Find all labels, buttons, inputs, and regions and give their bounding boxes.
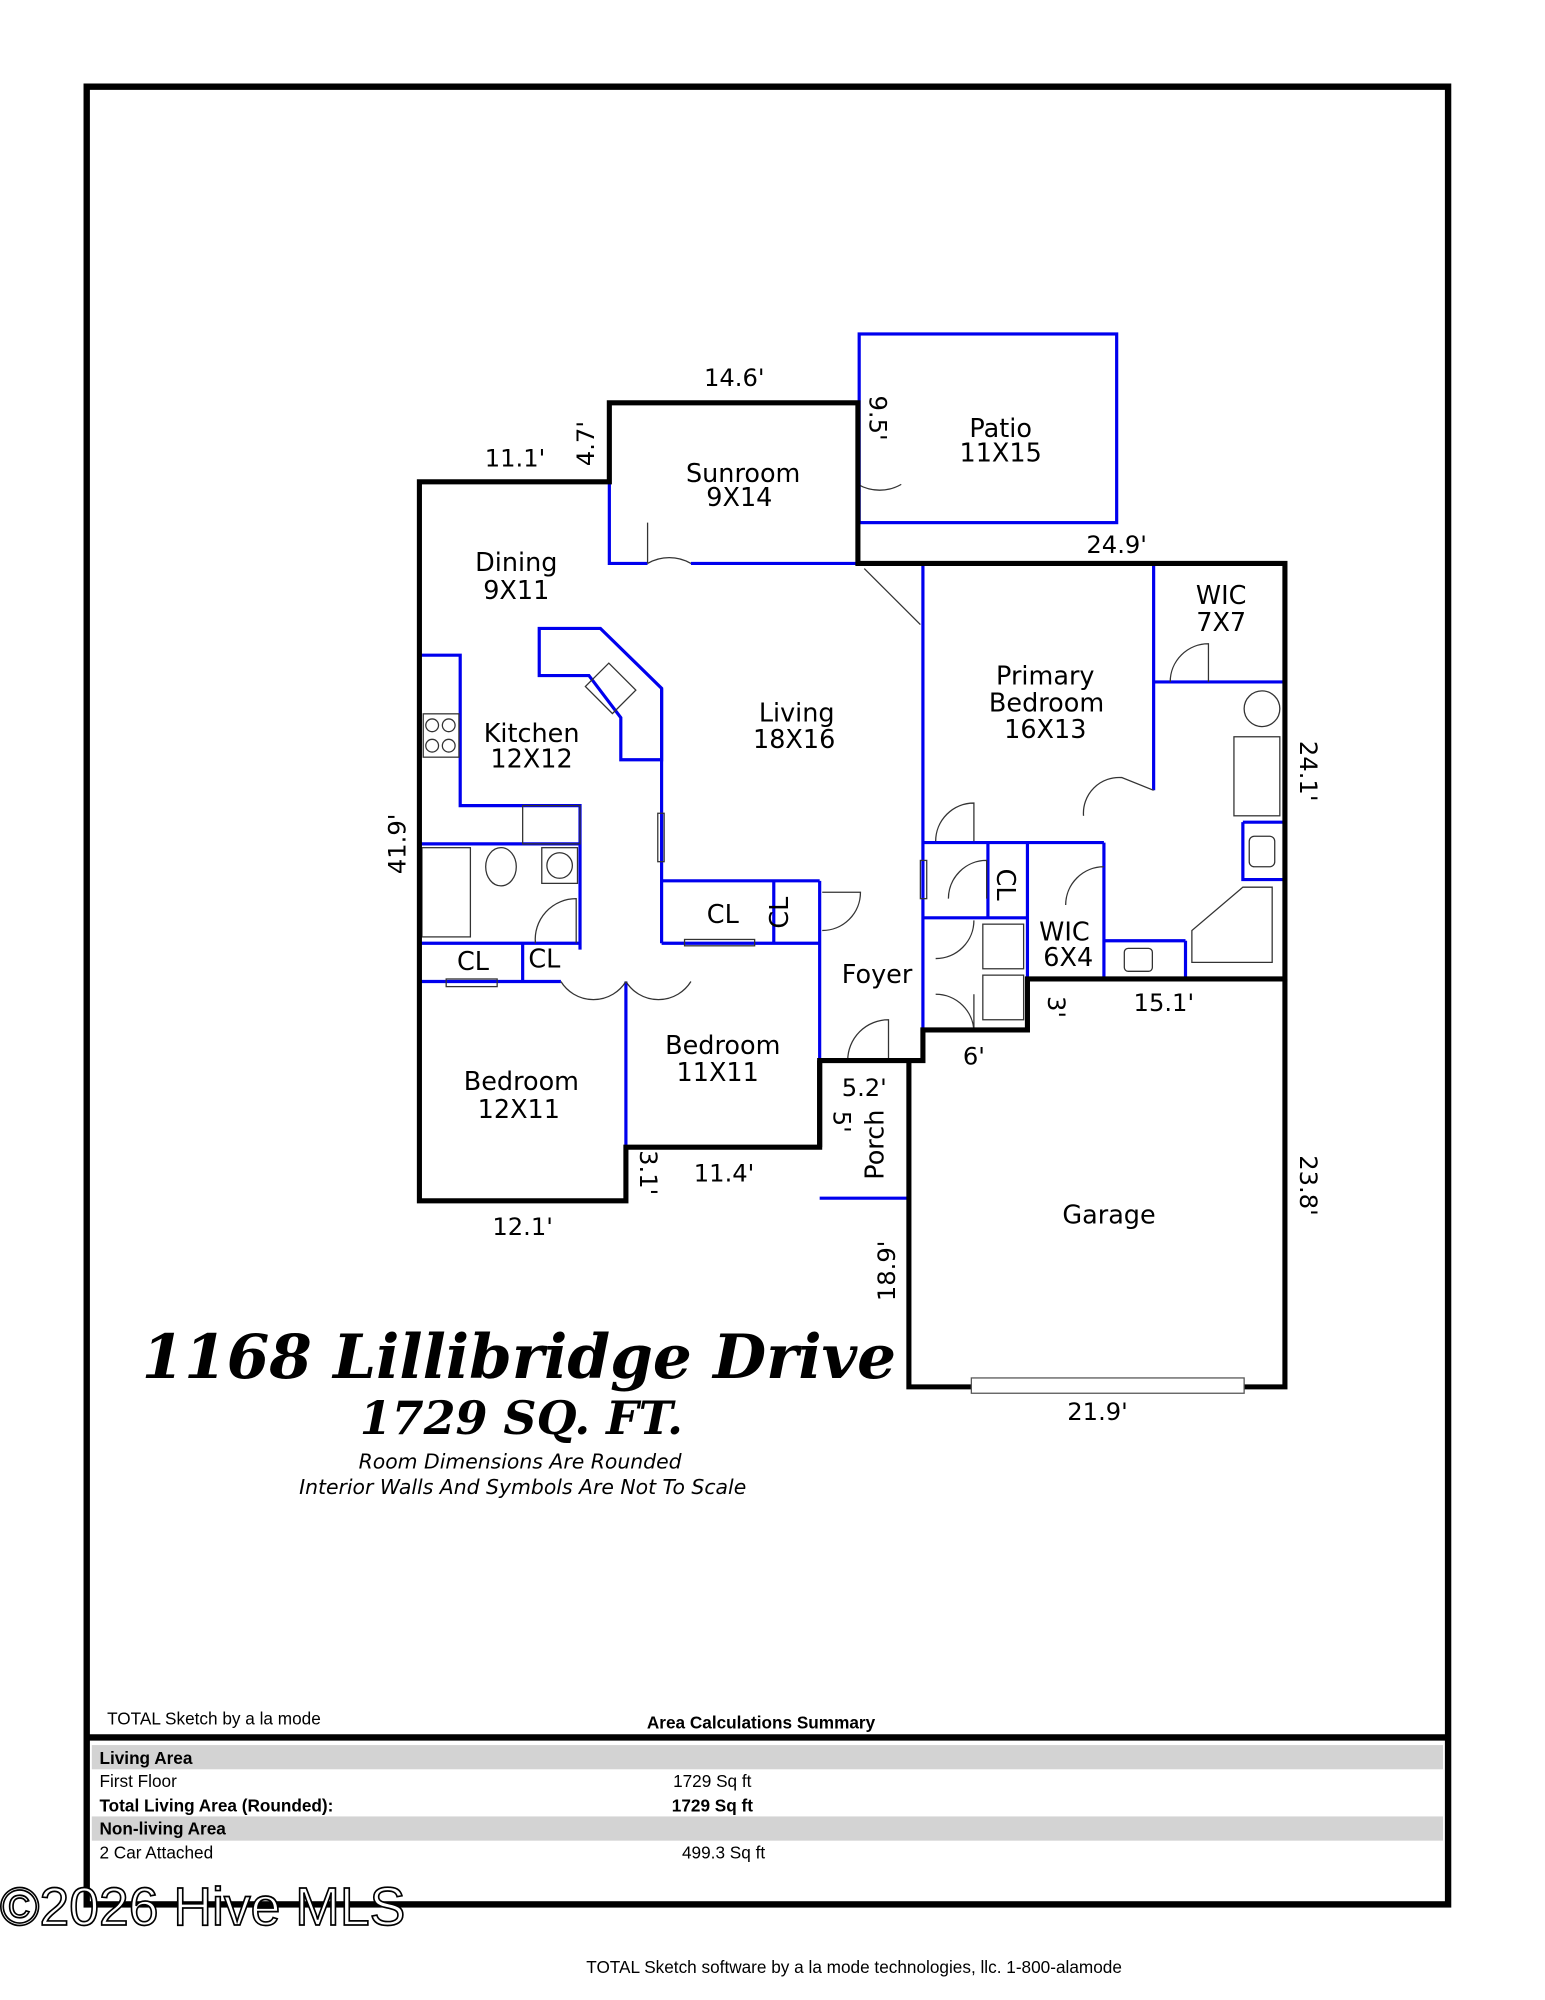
summary-row-value: 499.3 Sq ft xyxy=(682,1843,765,1863)
room-bedroom-mid: Bedroom xyxy=(665,1031,780,1061)
note-rounded: Room Dimensions Are Rounded xyxy=(359,1449,683,1473)
room-primary-size: 16X13 xyxy=(1004,715,1086,745)
room-bedroom-left: Bedroom xyxy=(464,1067,579,1097)
garage-walls xyxy=(906,978,1288,1390)
room-dining-size: 9X11 xyxy=(483,576,549,606)
dim: 12.1' xyxy=(492,1213,553,1241)
footer-credit: TOTAL Sketch software by a la mode techn… xyxy=(586,1957,1122,1977)
room-foyer: Foyer xyxy=(842,960,913,990)
room-sunroom-size: 9X14 xyxy=(706,483,772,513)
summary-row-label: 2 Car Attached xyxy=(99,1843,213,1863)
room-cl: CL xyxy=(457,947,490,977)
summary-title: Area Calculations Summary xyxy=(647,1712,876,1732)
dim: 11.1' xyxy=(485,445,546,473)
summary-row-label: Non-living Area xyxy=(99,1818,226,1838)
summary-row-label: First Floor xyxy=(99,1771,177,1791)
room-patio: Patio xyxy=(969,414,1032,444)
fixtures xyxy=(421,443,1281,1061)
dim: 23.8' xyxy=(1294,1155,1322,1216)
room-cl: CL xyxy=(990,869,1020,902)
dim: 4.7' xyxy=(572,421,600,466)
room-cl: CL xyxy=(707,900,740,930)
room-wic1: WIC xyxy=(1196,581,1247,611)
dim: 18.9' xyxy=(873,1241,901,1302)
dim: 11.4' xyxy=(694,1160,755,1188)
note-scale: Interior Walls And Symbols Are Not To Sc… xyxy=(299,1475,746,1499)
room-living: Living xyxy=(759,698,835,728)
dim: 5.2' xyxy=(842,1074,887,1102)
room-cl: CL xyxy=(528,944,561,974)
summary-row-label: Total Living Area (Rounded): xyxy=(99,1795,333,1815)
watermark: ©2026 Hive MLS xyxy=(0,1878,405,1937)
summary-row-value: 1729 Sq ft xyxy=(673,1771,752,1791)
summary-row-value: 1729 Sq ft xyxy=(672,1795,753,1815)
page-frame xyxy=(83,83,1452,1908)
room-labels: Patio 11X15 Sunroom 9X14 Dining 9X11 Kit… xyxy=(457,414,1247,1230)
room-cl: CL xyxy=(765,896,795,929)
room-porch: Porch xyxy=(860,1110,890,1180)
dim: 3.1' xyxy=(634,1150,662,1195)
room-primary-2: Bedroom xyxy=(989,688,1104,718)
dim: 15.1' xyxy=(1134,989,1195,1017)
dim: 9.5' xyxy=(863,396,891,441)
property-sqft: 1729 SQ. FT. xyxy=(360,1391,683,1445)
room-wic1-size: 7X7 xyxy=(1196,608,1246,638)
room-wic2: WIC xyxy=(1039,918,1090,948)
dim: 24.9' xyxy=(1086,531,1147,559)
summary-credit: TOTAL Sketch by a la mode xyxy=(107,1709,321,1729)
room-primary: Primary xyxy=(996,662,1094,692)
dim: 5' xyxy=(828,1111,856,1133)
room-wic2-size: 6X4 xyxy=(1043,943,1093,973)
summary-row-label: Living Area xyxy=(99,1748,192,1768)
room-garage: Garage xyxy=(1062,1201,1155,1231)
dim: 41.9' xyxy=(383,814,411,875)
dim: 24.1' xyxy=(1294,741,1322,802)
room-kitchen: Kitchen xyxy=(484,719,580,749)
room-kitchen-size: 12X12 xyxy=(490,744,572,774)
dim: 21.9' xyxy=(1067,1398,1128,1426)
room-bedroom-left-size: 12X11 xyxy=(478,1095,560,1125)
room-sunroom: Sunroom xyxy=(686,459,800,489)
interior-walls xyxy=(419,332,1287,1200)
exterior-walls xyxy=(416,400,1288,1204)
dim: 3' xyxy=(1042,996,1070,1018)
row-bg xyxy=(91,1745,1443,1770)
garage-door xyxy=(970,1377,1245,1394)
room-patio-size: 11X15 xyxy=(960,438,1042,468)
room-living-size: 18X16 xyxy=(753,725,835,755)
room-bedroom-mid-size: 11X11 xyxy=(677,1058,759,1088)
dim: 14.6' xyxy=(704,364,765,392)
row-bg xyxy=(91,1816,1443,1841)
room-dining: Dining xyxy=(475,548,557,578)
dim: 6' xyxy=(963,1042,985,1070)
dimension-labels: 14.6' 11.1' 4.7' 9.5' 24.9' 24.1' 41.9' … xyxy=(383,364,1322,1426)
property-address: 1168 Lillibridge Drive xyxy=(142,1322,896,1393)
